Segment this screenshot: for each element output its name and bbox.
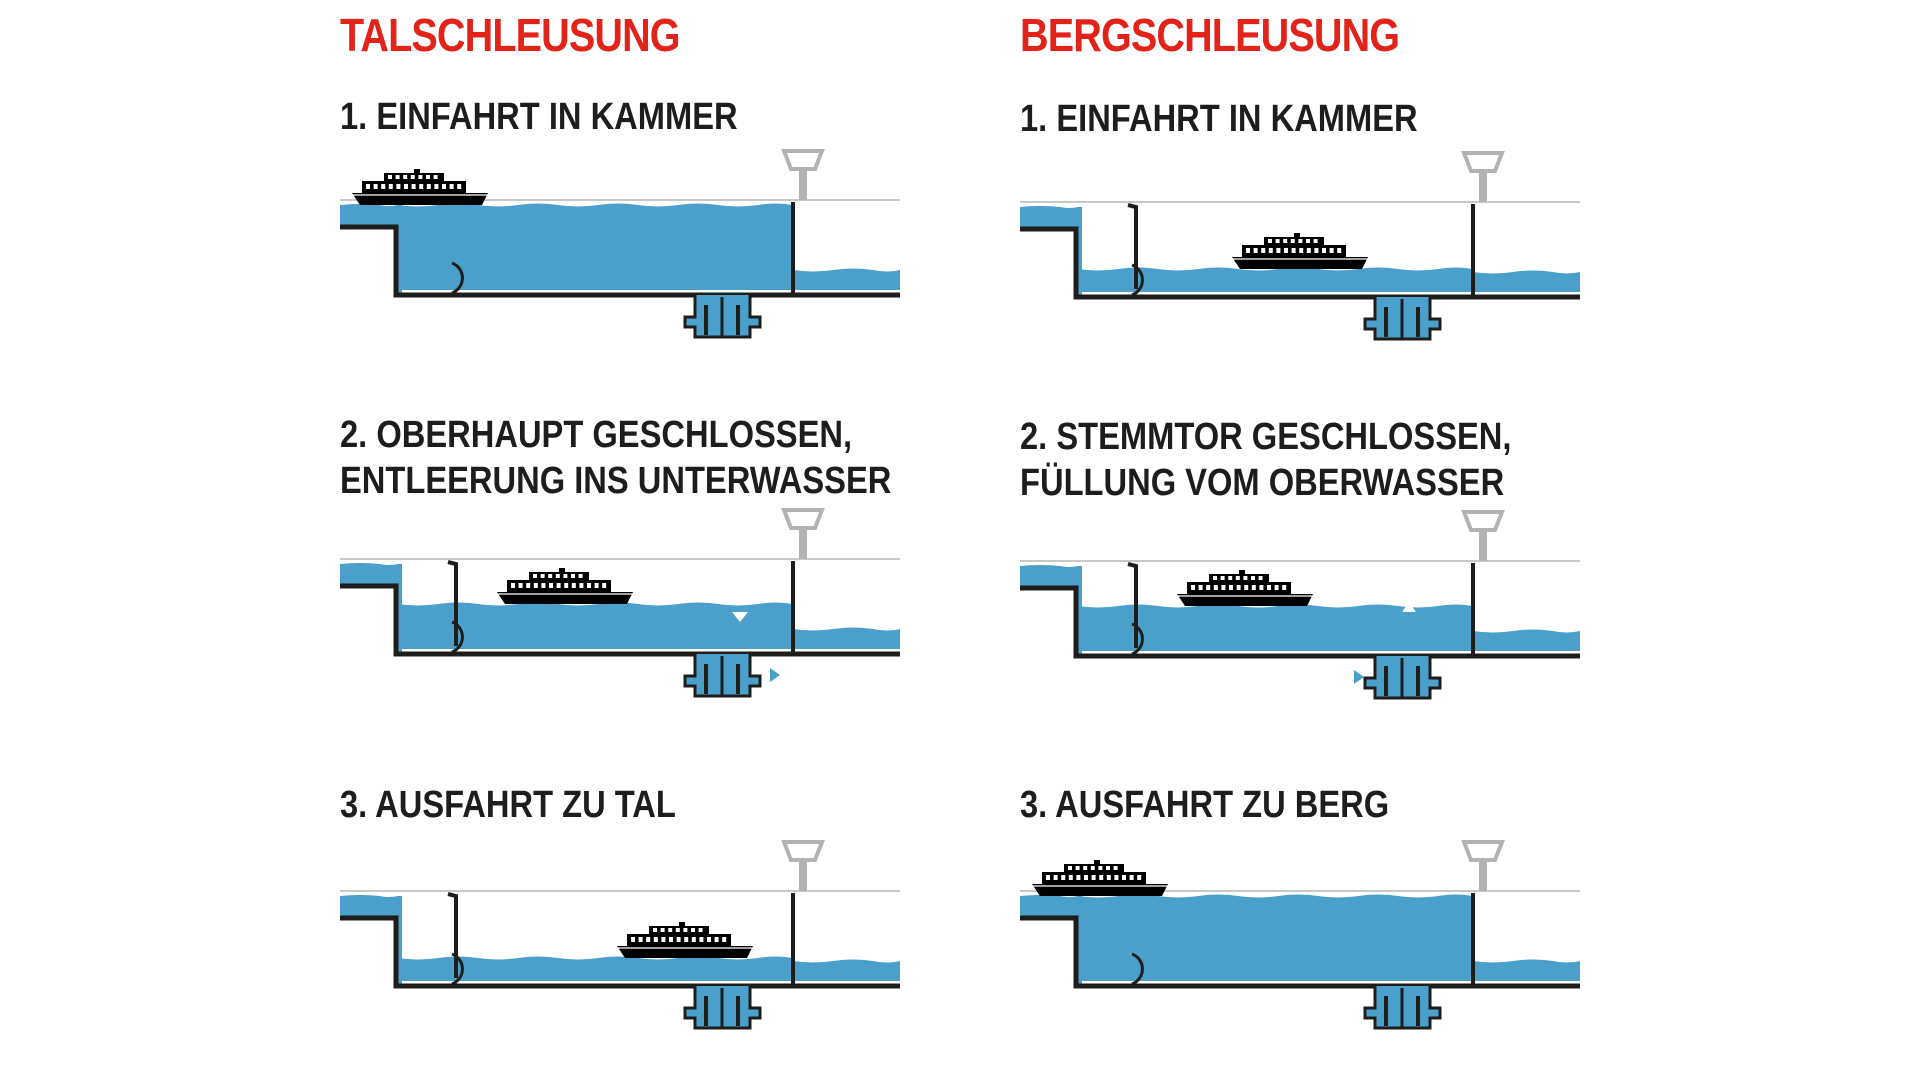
control-tower — [799, 526, 807, 559]
valve-stem-left — [1384, 996, 1388, 1026]
tal-step-3-label: 3. AUSFAHRT ZU TAL — [340, 782, 676, 828]
upper-water — [1020, 206, 1078, 227]
control-tower — [799, 858, 807, 891]
lower-water — [793, 959, 900, 981]
tal-step-2-line-2: ENTLEERUNG INS UNTERWASSER — [340, 460, 892, 502]
tal-step-2-label: 2. OBERHAUPT GESCHLOSSEN, ENTLEERUNG INS… — [340, 412, 891, 504]
valve-stem-left — [704, 305, 708, 335]
title-talschleusung: TALSCHLEUSUNG — [340, 9, 681, 61]
berg-step-2-label: 2. STEMMTOR GESCHLOSSEN, FÜLLUNG VOM OBE… — [1020, 414, 1511, 506]
lock-wall — [1020, 915, 1580, 989]
berg-step-3-label: 3. AUSFAHRT ZU BERG — [1020, 782, 1389, 828]
control-tower-cabin — [781, 149, 825, 171]
control-tower-cabin — [781, 508, 825, 530]
control-tower-cabin — [781, 840, 825, 862]
upper-water-fill — [1078, 207, 1082, 295]
chamber-water — [398, 602, 793, 649]
lock-wall — [1020, 585, 1580, 659]
berg-step-3-line-1: 3. AUSFAHRT ZU BERG — [1020, 784, 1390, 826]
chamber-water — [1078, 267, 1473, 292]
gate-hinge — [1131, 952, 1144, 986]
title-bergschleusung: BERGSCHLEUSUNG — [1020, 9, 1400, 61]
control-tower — [1479, 858, 1487, 891]
berg-step-2-line-1: 2. STEMMTOR GESCHLOSSEN, — [1020, 416, 1512, 458]
control-tower — [799, 167, 807, 200]
upper-water — [340, 563, 398, 584]
chamber-water — [398, 203, 793, 290]
ship — [1032, 860, 1168, 896]
upper-water — [340, 895, 398, 916]
lower-water — [793, 627, 900, 649]
lower-water — [793, 268, 900, 290]
lock-diagram-tal-2 — [340, 508, 900, 698]
tal-step-1-line-1: 1. EINFAHRT IN KAMMER — [340, 96, 738, 138]
gate-hinge — [451, 620, 464, 654]
control-tower-cabin — [1461, 151, 1505, 173]
upper-gate — [447, 560, 458, 646]
upper-water — [1020, 895, 1078, 916]
ship — [1232, 233, 1368, 269]
control-tower — [1479, 528, 1487, 561]
valve-stem-right — [736, 996, 740, 1026]
valve-stem-left — [1384, 307, 1388, 337]
lock-wall — [340, 915, 900, 989]
lock-diagram-tal-3 — [340, 840, 900, 1030]
berg-step-1-line-1: 1. EINFAHRT IN KAMMER — [1020, 98, 1418, 140]
valve-stem-right — [1416, 307, 1420, 337]
valve-stem-right — [736, 664, 740, 694]
upper-water-fill — [398, 896, 402, 984]
lock-diagram-berg-1 — [1020, 151, 1580, 341]
gate-hinge — [1131, 263, 1144, 297]
chamber-water — [1078, 604, 1473, 651]
upper-water — [340, 204, 398, 225]
ship — [497, 568, 633, 604]
valve-stem-right — [1416, 666, 1420, 696]
valve-stem-right — [1416, 996, 1420, 1026]
tal-step-3-line-1: 3. AUSFAHRT ZU TAL — [340, 784, 676, 826]
lock-diagram-tal-1 — [340, 149, 900, 339]
flow-arrow-up — [1402, 602, 1416, 612]
lower-water — [1473, 270, 1580, 292]
tal-step-1-label: 1. EINFAHRT IN KAMMER — [340, 94, 738, 140]
flow-arrow-right — [1354, 670, 1364, 684]
valve-stem-right — [736, 305, 740, 335]
chamber-water — [1078, 894, 1473, 981]
lower-water — [1473, 629, 1580, 651]
upper-gate — [1127, 562, 1138, 648]
valve-stem-left — [1384, 666, 1388, 696]
lock-diagram-berg-3 — [1020, 840, 1580, 1030]
gate-hinge — [1131, 622, 1144, 656]
berg-step-1-label: 1. EINFAHRT IN KAMMER — [1020, 96, 1418, 142]
lower-water — [1473, 959, 1580, 981]
valve-stem-left — [704, 996, 708, 1026]
ship — [617, 922, 753, 958]
lock-diagram-berg-2 — [1020, 510, 1580, 700]
gate-hinge — [451, 261, 464, 295]
lock-wall — [1020, 226, 1580, 300]
flow-arrow-right — [770, 668, 780, 682]
chamber-water — [398, 956, 793, 981]
valve-stem-left — [704, 664, 708, 694]
control-tower-cabin — [1461, 840, 1505, 862]
upper-gate — [1127, 203, 1138, 289]
upper-water — [1020, 565, 1078, 586]
flow-arrow-down — [732, 612, 748, 622]
lock-wall — [340, 224, 900, 298]
berg-step-2-line-2: FÜLLUNG VOM OBERWASSER — [1020, 462, 1505, 504]
ship — [1177, 570, 1313, 606]
lock-wall — [340, 583, 900, 657]
upper-gate — [447, 892, 458, 978]
gate-hinge — [451, 952, 464, 986]
ship — [352, 169, 488, 205]
control-tower — [1479, 169, 1487, 202]
control-tower-cabin — [1461, 510, 1505, 532]
tal-step-2-line-1: 2. OBERHAUPT GESCHLOSSEN, — [340, 414, 853, 456]
